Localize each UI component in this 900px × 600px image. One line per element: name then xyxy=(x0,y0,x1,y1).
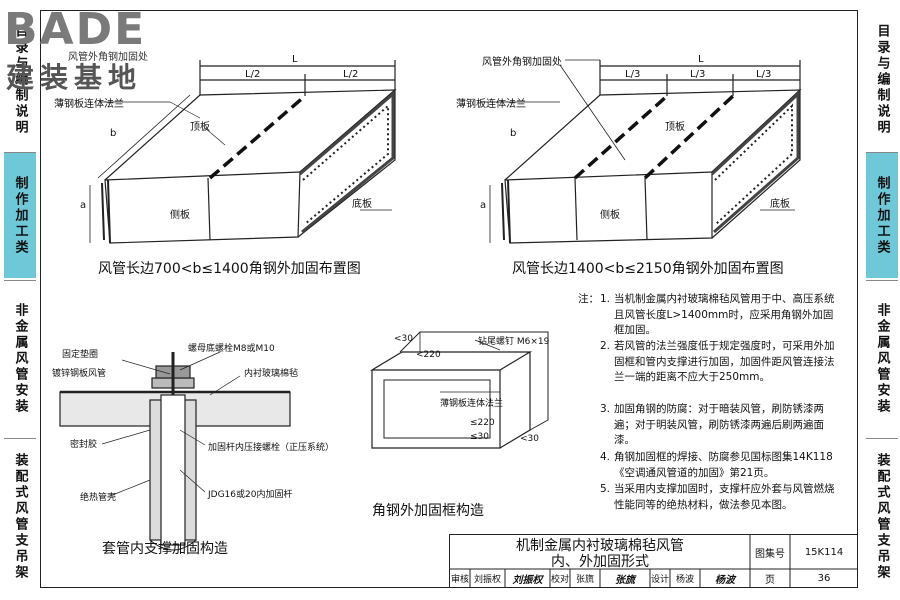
fig3-rod-label: JDG16或20内加固杆 xyxy=(208,490,293,500)
fig1-dim-half-1: L/2 xyxy=(245,69,261,80)
sidebar-divider xyxy=(866,280,898,281)
atlas-number-value: 15K114 xyxy=(804,546,844,558)
note-number: 4. xyxy=(600,451,611,463)
fig2-flange-label: 薄钢板连体法兰 xyxy=(456,99,526,110)
fig2-caption: 风管长边1400<b≤2150角钢外加固布置图 xyxy=(512,261,784,277)
sidebar-item-nonmetal[interactable]: 非金属风管安装 xyxy=(12,303,28,415)
fig1-dim-L: L xyxy=(292,54,298,65)
fig2-dim-L: L xyxy=(698,54,704,65)
sidebar-divider xyxy=(866,152,898,153)
note-text: 角钢加固框的焊接、防腐参见国标图集14K118《空调通风管道的加固》第21页。 xyxy=(614,451,833,479)
fig2-b-label: b xyxy=(510,128,517,139)
drawing-frame xyxy=(40,10,858,588)
right-sidebar: 目录与编制说明 制作加工类 非金属风管安装 装配式风管支吊架 xyxy=(866,0,898,600)
title-block: 机制金属内衬玻璃棉毡风管 内、外加固形式 图集号 15K114 审核 刘振权 刘… xyxy=(449,534,858,588)
fig3-duct-label: 镀锌钢板风管 xyxy=(52,369,107,379)
fig4-rivet-label: 钻尾螺钉 M6×19 xyxy=(478,337,550,347)
brand-wordmark: BADE xyxy=(4,4,147,55)
fig2-side-label: 侧板 xyxy=(600,210,620,221)
sidebar-divider xyxy=(4,280,36,281)
note-number: 3. xyxy=(600,403,611,415)
note-number: 1. xyxy=(600,293,611,305)
atlas-number-label: 图集号 xyxy=(755,548,785,560)
fig2-bottom-label: 底板 xyxy=(770,199,790,210)
note-number: 2. xyxy=(600,340,611,352)
note-text: 加固角钢的防腐：对于暗装风管，刷防锈漆两遍；对于明装风管，刷防锈漆两遍后刷两遍面… xyxy=(614,403,824,446)
brand-logo: BADE 风管外角钢加固处 建装基地 xyxy=(4,4,184,94)
sidebar-item-catalog[interactable]: 目录与编制说明 xyxy=(874,24,890,136)
name-checker: 张旒 xyxy=(575,575,594,585)
fig3-pad-label: 固定垫圈 xyxy=(62,350,99,360)
fig1-flange-label: 薄钢板连体法兰 xyxy=(54,99,124,110)
role-reviewer: 审核 xyxy=(450,575,469,585)
fig1-dim-half-2: L/2 xyxy=(343,69,359,80)
fig2-top-label: 顶板 xyxy=(665,122,685,133)
left-sidebar: 目录与编制说明 制作加工类 非金属风管安装 装配式风管支吊架 xyxy=(4,0,36,600)
signature-reviewer: 刘振权 xyxy=(512,575,543,586)
role-checker: 校对 xyxy=(550,575,569,585)
fig3-sleeve-label: 绝热管壳 xyxy=(80,493,117,503)
fig3-bolt-label: 加固杆内压接螺栓（正压系统） xyxy=(208,443,335,453)
signature-checker: 张旒 xyxy=(615,575,635,586)
drawing-title-line1: 机制金属内衬玻璃棉毡风管 xyxy=(516,537,684,554)
note-number: 5. xyxy=(600,483,611,495)
drawing-title-line2: 内、外加固形式 xyxy=(551,553,649,570)
fig4-dim-2: <220 xyxy=(416,350,441,360)
sidebar-item-fabrication[interactable]: 制作加工类 xyxy=(866,153,898,278)
note-text: 若风管的法兰强度低于规定强度时，可采用外加固框和管内支撑进行加固，加固件距风管连… xyxy=(614,340,835,383)
role-designer: 设计 xyxy=(650,575,669,585)
page-label: 页 xyxy=(765,575,775,586)
sidebar-item-support[interactable]: 装配式风管支吊架 xyxy=(874,453,890,581)
fig2-reinforce-label: 风管外角钢加固处 xyxy=(482,57,562,68)
name-reviewer: 刘振权 xyxy=(473,575,501,585)
sidebar-item-catalog[interactable]: 目录与编制说明 xyxy=(12,24,28,136)
fig2-dim-third-2: L/3 xyxy=(690,69,706,80)
sidebar-item-fabrication[interactable]: 制作加工类 xyxy=(4,153,36,278)
fig3-sealant-label: 密封胶 xyxy=(70,440,98,450)
fig1-bottom-label: 底板 xyxy=(352,199,372,210)
fig4-dim-5: <30 xyxy=(520,434,539,444)
signature-designer: 杨波 xyxy=(715,575,735,586)
sidebar-divider xyxy=(4,438,36,439)
fig4-caption: 角钢外加固框构造 xyxy=(372,503,484,519)
note-text: 当机制金属内衬玻璃棉毡风管用于中、高压系统且风管长度L>1400mm时，应采用角… xyxy=(614,293,835,336)
notes-header: 注： xyxy=(578,293,599,305)
fig1-a-label: a xyxy=(80,200,87,211)
brand-subtitle: 风管外角钢加固处 xyxy=(68,52,148,63)
note-text: 当采用内支撑加固时，支撑杆应外套与风管燃烧性能同等的绝热材料，做法参见本图。 xyxy=(614,483,835,511)
sidebar-divider xyxy=(866,438,898,439)
sidebar-item-nonmetal[interactable]: 非金属风管安装 xyxy=(874,303,890,415)
page-number: 36 xyxy=(817,573,831,584)
fig4-dim-3: ≤220 xyxy=(470,418,495,428)
sidebar-item-support[interactable]: 装配式风管支吊架 xyxy=(12,453,28,581)
brand-cn: 建装基地 xyxy=(6,61,143,94)
name-designer: 杨波 xyxy=(675,575,694,585)
fig3-nut-label: 螺母底螺栓M8或M10 xyxy=(188,344,275,354)
fig1-caption: 风管长边700<b≤1400角钢外加固布置图 xyxy=(98,261,361,277)
fig2-a-label: a xyxy=(480,200,487,211)
fig1-top-label: 顶板 xyxy=(190,122,210,133)
fig4-dim-4: ≤30 xyxy=(470,432,489,442)
fig4-flange-label: 薄钢板连体法兰 xyxy=(440,399,504,409)
fig2-dim-third-3: L/3 xyxy=(756,69,772,80)
fig4-dim-1: <30 xyxy=(394,334,413,344)
sidebar-divider xyxy=(4,152,36,153)
fig3-liner-label: 内衬玻璃棉毡 xyxy=(244,369,299,379)
fig2-dim-third-1: L/3 xyxy=(625,69,641,80)
title-block-grid xyxy=(450,535,858,588)
fig1-side-label: 侧板 xyxy=(170,210,190,221)
fig3-caption: 套管内支撑加固构造 xyxy=(102,541,228,557)
fig1-b-label: b xyxy=(110,128,117,139)
